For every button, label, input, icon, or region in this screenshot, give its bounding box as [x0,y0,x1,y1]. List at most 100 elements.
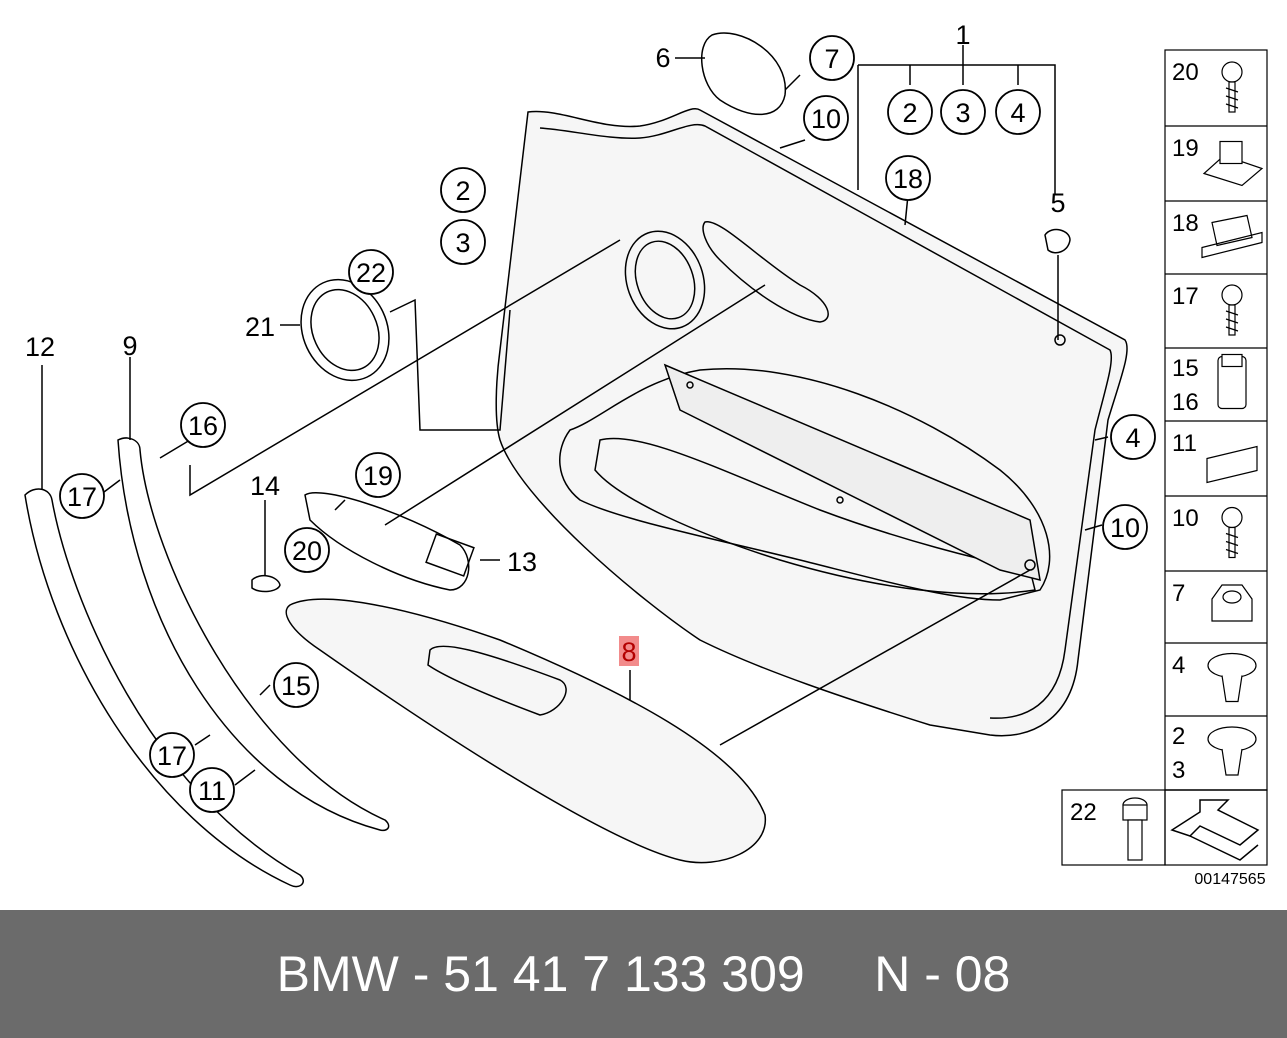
callout-15: 15 [273,662,319,708]
callout-3: 3 [940,89,986,135]
callout-7: 7 [809,35,855,81]
legend-label: 11 [1172,430,1197,457]
callout-1: 1 [955,20,970,50]
legend-label: 17 [1172,283,1199,310]
footer-text: BMW - 51 41 7 133 309 N - 08 [0,910,1287,1038]
callout-label: 13 [507,547,537,577]
drawing-number: 00147565 [1194,871,1265,888]
trim-strip-9 [117,437,390,832]
door-trim-panel [495,108,1128,737]
legend-row: 4 [1165,652,1267,717]
callout-label: 1 [955,20,970,50]
legend-row: 17 [1165,283,1267,349]
legend-bottom-row: 22 [1070,797,1260,861]
legend-label: 22 [1070,799,1097,826]
callout-14: 14 [250,471,280,501]
part-number: 51 41 7 133 309 [443,946,805,1002]
callout-17: 17 [149,732,195,778]
speaker-opening [624,230,706,330]
legend-label: 16 [1172,389,1199,416]
callout-label: 3 [955,98,970,128]
callout-label: 20 [292,536,322,566]
callout-label: 17 [67,482,97,512]
callout-16: 16 [180,402,226,448]
cap-14 [251,574,281,593]
legend-row: 18 [1165,210,1267,275]
callout-label: 7 [824,44,839,74]
callout-label: 15 [281,671,311,701]
callout-2: 2 [440,167,486,213]
screw-icon [1221,284,1243,336]
callout-21: 21 [245,312,275,342]
push-rivet-icon [1207,726,1257,776]
callout-label: 2 [902,98,917,128]
callout-label: 10 [811,104,841,134]
callout-label: 9 [122,331,137,361]
callout-label: 14 [250,471,280,501]
screw-icon [1221,506,1243,559]
legend-label: 18 [1172,210,1199,237]
footer-bar: BMW - 51 41 7 133 309 N - 08 [0,910,1287,1038]
callout-label: 22 [356,258,386,288]
screw-icon [1221,61,1243,113]
clip-5 [1044,228,1071,254]
trim-strip-12 [24,488,304,888]
push-rivet-icon [1207,652,1257,703]
callout-11: 11 [189,767,235,813]
direction-arrow-icon [1170,799,1260,861]
callout-label: 16 [188,411,218,441]
legend-label: 3 [1172,757,1185,784]
position-label: N - 08 [874,946,1011,1002]
legend-row: 7 [1165,580,1267,644]
hex-nut-icon [1211,584,1253,622]
legend-row: 10 [1165,505,1267,572]
callout-19: 19 [355,452,401,498]
callout-label: 17 [157,741,187,771]
callout-4: 4 [1110,414,1156,460]
legend-label: 2 [1172,723,1185,750]
callout-label: 21 [245,312,275,342]
speaker-grill-21 [300,278,390,382]
spring-clip-icon [1206,445,1258,484]
legend-row: 19 [1165,135,1267,202]
callout-20: 20 [284,527,330,573]
callout-22: 22 [348,249,394,295]
callout-18: 18 [885,155,931,201]
door-handle-13 [304,492,470,591]
cover-plate-6 [700,32,786,116]
callout-label: 3 [455,228,470,258]
callout-10: 10 [803,95,849,141]
callout-label: 2 [455,176,470,206]
callout-2: 2 [887,89,933,135]
callout-label: 5 [1050,188,1065,218]
door-panel-inner-edge [539,124,1113,719]
legend-row: 11 [1165,430,1267,497]
callout-12: 12 [25,332,55,362]
speaker-opening-inner [634,240,696,320]
highlighted-callout: 8 [619,636,639,667]
armrest-pocket [594,437,1036,595]
clip-strip-icon [1201,214,1263,259]
armrest-recess [559,368,1051,601]
callout-label: 19 [363,461,393,491]
legend-label: 15 [1172,355,1199,382]
callout-label: 11 [198,776,226,806]
bolt-icon [1122,797,1148,861]
window-switch-opening [427,645,567,716]
legend-row: 23 [1165,723,1267,791]
callout-9: 9 [122,331,137,361]
callout-3: 3 [440,219,486,265]
callout-label: 4 [1125,423,1140,453]
callout-label: 4 [1010,98,1025,128]
callout-label: 12 [25,332,55,362]
callout-6: 6 [655,43,670,73]
callout-label: 18 [893,164,923,194]
expanding-clip-icon [1217,353,1247,410]
highlighted-callout-label: 8 [621,637,636,667]
armrest-trim-8 [285,598,766,864]
clip-nut-icon [1202,140,1264,187]
legend-label: 10 [1172,505,1199,532]
